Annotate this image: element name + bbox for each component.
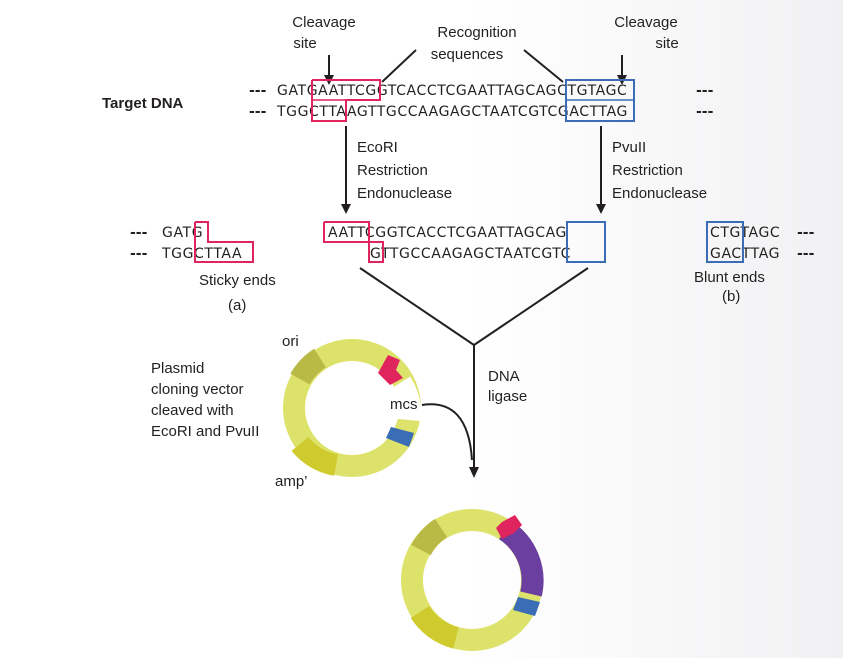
recombinant-ori-segment — [411, 518, 448, 556]
pvuii-arrowhead — [596, 204, 606, 214]
recombinant-plasmid — [401, 509, 544, 651]
plasmid-pvuii-end — [386, 427, 414, 447]
pvuii-label-3: Endonuclease — [612, 185, 707, 202]
mid-frag-top: AATTCGGTCACCTCGAATTAGCAG — [328, 225, 567, 241]
ligase-arrowhead — [469, 467, 479, 478]
recognition-label-2: sequences — [431, 46, 504, 63]
dash-bottom-right: --- — [696, 104, 714, 120]
cleavage-site-left-label-2: site — [293, 35, 316, 52]
left-frag-dash-bottom: --- — [130, 246, 148, 262]
dash-top-left: --- — [249, 83, 267, 99]
blunt-ends-label: Blunt ends — [694, 269, 765, 286]
dash-top-right: --- — [696, 83, 714, 99]
plasmid-label-1: Plasmid — [151, 360, 204, 377]
mid-sticky-end-box — [323, 221, 384, 263]
plasmid-vector — [283, 339, 422, 477]
pvuii-label-1: PvuII — [612, 139, 646, 156]
blunt-ends-tag: (b) — [722, 288, 740, 305]
right-frag-bottom: GACTTAG — [710, 246, 780, 262]
recognition-label-1: Recognition — [437, 24, 516, 41]
left-frag-bottom: TGGCTTAA — [161, 246, 242, 262]
left-frag-top: GATG — [162, 225, 203, 241]
left-frag-dash-top: --- — [130, 225, 148, 241]
mcs-label: mcs — [390, 396, 418, 413]
ecori-arrowhead — [341, 204, 351, 214]
amp-label: amp’ — [275, 473, 308, 490]
inserted-dna — [498, 520, 544, 597]
sticky-ends-label: Sticky ends — [199, 272, 276, 289]
ecori-label-3: Endonuclease — [357, 185, 452, 202]
ecori-label-1: EcoRI — [357, 139, 398, 156]
mid-frag-bottom: GTTGCCAAGAGCTAATCGTC — [370, 246, 571, 262]
ori-label: ori — [282, 333, 299, 350]
mcs-curved-arrow — [421, 403, 473, 461]
ori-segment — [290, 348, 327, 385]
ecori-label-2: Restriction — [357, 162, 428, 179]
target-top-strand: GATGAATTCGGTCACCTCGAATTAGCAGCTGTAGC — [277, 83, 627, 99]
left-sticky-end-box — [194, 221, 254, 263]
target-dna-label: Target DNA — [102, 95, 184, 112]
recombinant-ecori-junction — [496, 515, 522, 539]
plasmid-label-2: cloning vector — [151, 381, 244, 398]
cleavage-site-right-label-2: site — [655, 35, 678, 52]
merge-line-right — [473, 267, 589, 346]
cleavage-site-left-label-1: Cleavage — [292, 14, 355, 31]
right-frag-dash-bottom: --- — [797, 246, 815, 262]
right-frag-top: CTGTAGC — [710, 225, 780, 241]
mid-blunt-end-box — [566, 221, 606, 263]
recombinant-pvuii-junction — [513, 597, 540, 616]
recognition-line-left — [381, 49, 417, 83]
right-frag-dash-top: --- — [797, 225, 815, 241]
plasmid-label-4: EcoRI and PvuII — [151, 423, 259, 440]
sticky-ends-tag: (a) — [228, 297, 246, 314]
cleavage-site-right-label-1: Cleavage — [614, 14, 677, 31]
amp-segment — [291, 436, 339, 476]
pvuii-label-2: Restriction — [612, 162, 683, 179]
dash-bottom-left: --- — [249, 104, 267, 120]
plasmid-ecori-end — [378, 355, 403, 385]
recombinant-amp-segment — [410, 605, 460, 649]
merge-line-left — [359, 267, 475, 346]
dna-ligase-label-1: DNA — [488, 368, 520, 385]
dna-ligase-label-2: ligase — [488, 388, 527, 405]
target-bottom-strand: TGGCTTAAGTTGCCAAGAGCTAATCGTCGACTTAG — [276, 104, 628, 120]
right-blunt-end-box — [706, 221, 744, 263]
recognition-line-right — [523, 49, 564, 83]
plasmid-label-3: cleaved with — [151, 402, 234, 419]
plasmid-gap — [389, 376, 422, 422]
